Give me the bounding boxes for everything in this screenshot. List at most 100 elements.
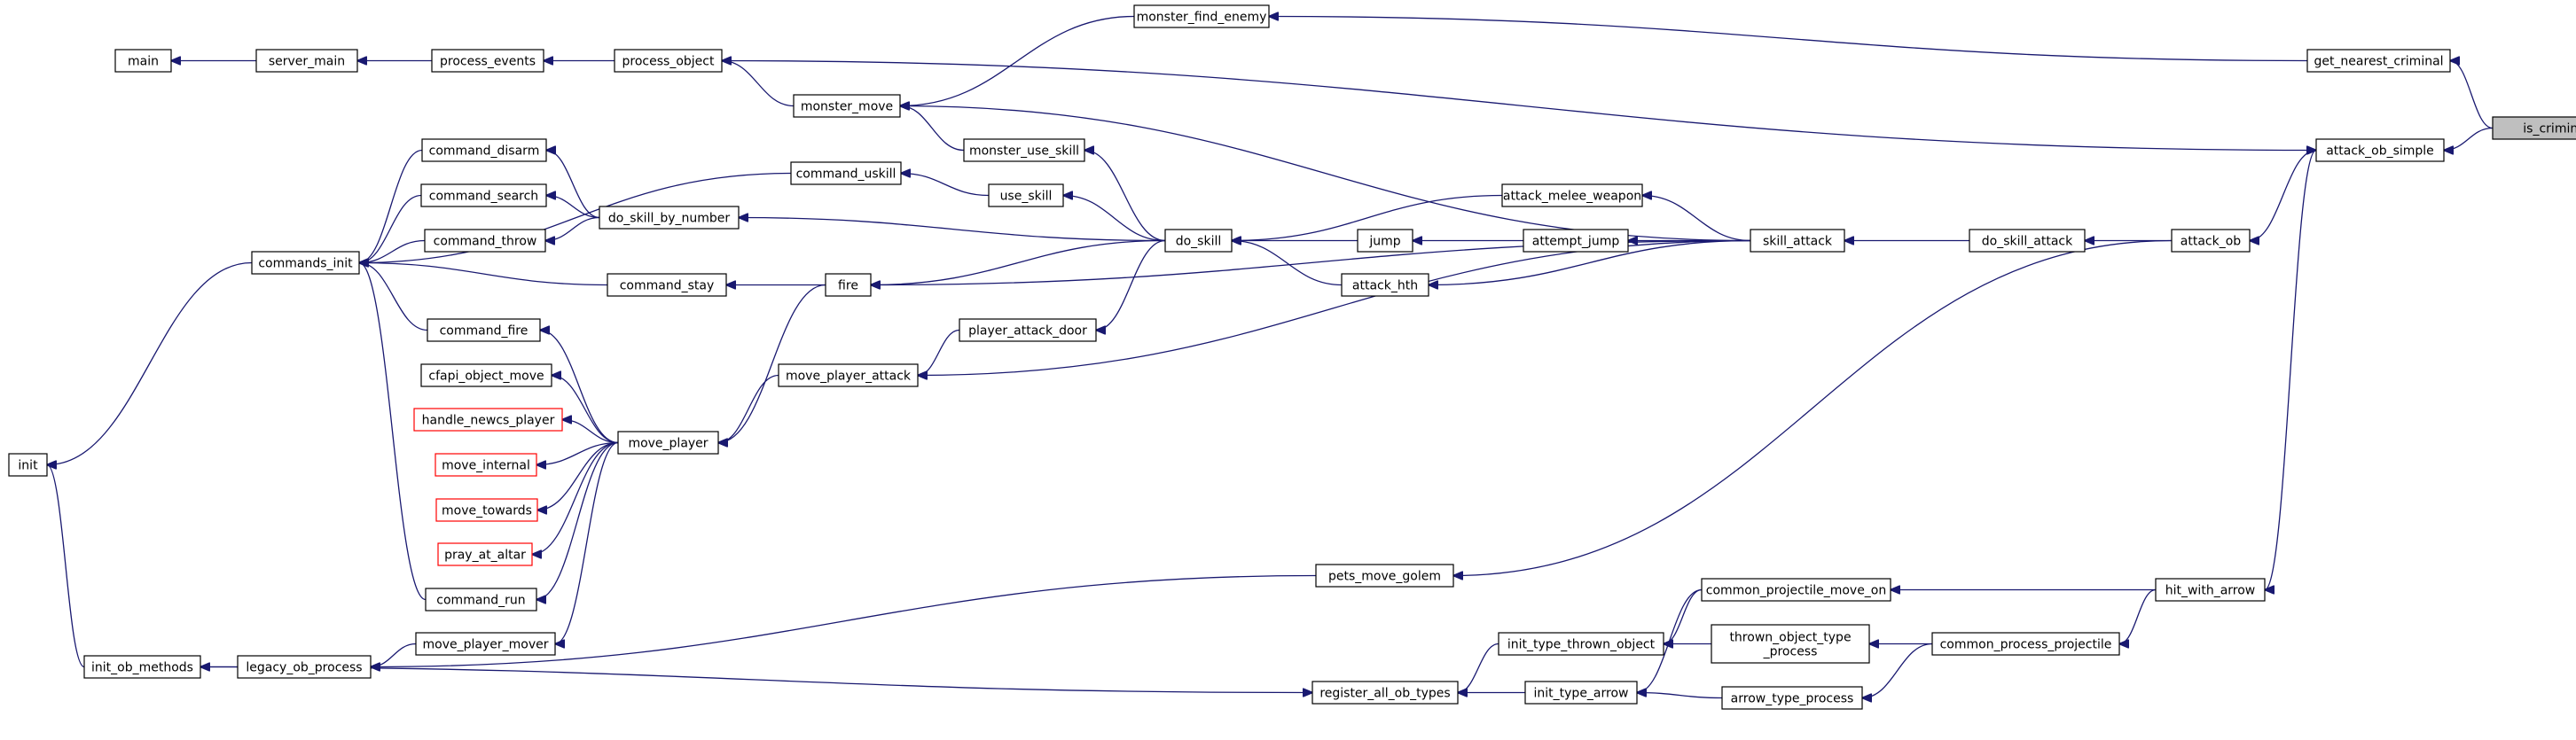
node-thrown-object-type-process[interactable]: thrown_object_type_process	[1711, 624, 1870, 664]
node-box[interactable]	[1721, 686, 1863, 710]
node-command-throw[interactable]: command_throw	[424, 229, 546, 253]
node-box[interactable]	[2155, 578, 2266, 602]
node-command-run[interactable]: command_run	[425, 588, 537, 611]
node-box[interactable]	[431, 49, 544, 73]
node-box[interactable]	[437, 542, 533, 566]
node-box[interactable]	[607, 273, 727, 297]
node-box[interactable]	[2171, 229, 2251, 253]
node-move-player-attack[interactable]: move_player_attack	[778, 363, 919, 387]
node-box[interactable]	[793, 94, 901, 118]
node-pets-move-golem[interactable]: pets_move_golem	[1315, 564, 1454, 588]
node-attempt-jump[interactable]: attempt_jump	[1523, 229, 1629, 253]
node-box[interactable]	[1311, 681, 1459, 705]
node-box[interactable]	[1498, 632, 1664, 656]
node-box[interactable]	[825, 273, 872, 297]
node-command-fire[interactable]: command_fire	[427, 318, 541, 342]
node-is-criminal[interactable]: is_criminal	[2492, 116, 2576, 140]
node-box[interactable]	[790, 161, 902, 185]
node-box[interactable]	[415, 632, 556, 656]
node-monster-use-skill[interactable]: monster_use_skill	[963, 138, 1085, 162]
node-monster-find-enemy[interactable]: monster_find_enemy	[1133, 4, 1270, 28]
node-attack-ob-simple[interactable]: attack_ob_simple	[2315, 138, 2445, 162]
node-process-events[interactable]: process_events	[431, 49, 544, 73]
node-attack-ob[interactable]: attack_ob	[2171, 229, 2251, 253]
node-init-type-thrown-object[interactable]: init_type_thrown_object	[1498, 632, 1664, 656]
node-server-main[interactable]: server_main	[255, 49, 358, 73]
node-box[interactable]	[1341, 273, 1429, 297]
node-cfapi-object-move[interactable]: cfapi_object_move	[420, 363, 552, 387]
node-box[interactable]	[1501, 183, 1643, 207]
node-do-skill-by-number[interactable]: do_skill_by_number	[599, 206, 740, 230]
node-box[interactable]	[614, 49, 723, 73]
node-box[interactable]	[1523, 229, 1629, 253]
node-pray-at-altar[interactable]: pray_at_altar	[437, 542, 533, 566]
node-register-all-ob-types[interactable]: register_all_ob_types	[1311, 681, 1459, 705]
node-box[interactable]	[8, 453, 48, 477]
node-move-player[interactable]: move_player	[617, 431, 719, 455]
node-command-stay[interactable]: command_stay	[607, 273, 727, 297]
node-common-projectile-move-on[interactable]: common_projectile_move_on	[1701, 578, 1891, 602]
node-process-object[interactable]: process_object	[614, 49, 723, 73]
node-use-skill[interactable]: use_skill	[988, 183, 1064, 207]
node-move-player-mover[interactable]: move_player_mover	[415, 632, 556, 656]
node-box[interactable]	[83, 655, 201, 679]
node-fire[interactable]: fire	[825, 273, 872, 297]
node-monster-move[interactable]: monster_move	[793, 94, 901, 118]
node-box[interactable]	[617, 431, 719, 455]
node-box[interactable]	[114, 49, 172, 73]
node-player-attack-door[interactable]: player_attack_door	[959, 318, 1097, 342]
node-jump[interactable]: jump	[1357, 229, 1413, 253]
node-box[interactable]	[427, 318, 541, 342]
node-box[interactable]	[425, 588, 537, 611]
node-box[interactable]	[2492, 116, 2576, 140]
node-box[interactable]	[420, 363, 552, 387]
node-box[interactable]	[435, 498, 538, 522]
node-box[interactable]	[959, 318, 1097, 342]
node-commands-init[interactable]: commands_init	[251, 251, 360, 275]
node-box[interactable]	[1524, 681, 1638, 705]
node-do-skill-attack[interactable]: do_skill_attack	[1969, 229, 2086, 253]
node-move-internal[interactable]: move_internal	[435, 453, 537, 477]
node-command-search[interactable]: command_search	[420, 183, 547, 207]
node-move-towards[interactable]: move_towards	[435, 498, 538, 522]
node-box[interactable]	[1315, 564, 1454, 588]
node-box[interactable]	[421, 138, 547, 162]
node-init[interactable]: init	[8, 453, 48, 477]
node-box[interactable]	[2306, 49, 2451, 73]
node-box[interactable]	[251, 251, 360, 275]
node-box[interactable]	[599, 206, 740, 230]
node-skill-attack[interactable]: skill_attack	[1750, 229, 1845, 253]
node-attack-melee-weapon[interactable]: attack_melee_weapon	[1501, 183, 1643, 207]
node-attack-hth[interactable]: attack_hth	[1341, 273, 1429, 297]
node-main[interactable]: main	[114, 49, 172, 73]
node-box[interactable]	[435, 453, 537, 477]
node-box[interactable]	[1750, 229, 1845, 253]
node-box[interactable]	[1969, 229, 2086, 253]
node-handle-newcs-player[interactable]: handle_newcs_player	[413, 408, 563, 432]
node-arrow-type-process[interactable]: arrow_type_process	[1721, 686, 1863, 710]
node-box[interactable]	[1711, 624, 1870, 664]
node-box[interactable]	[413, 408, 563, 432]
node-hit-with-arrow[interactable]: hit_with_arrow	[2155, 578, 2266, 602]
node-command-disarm[interactable]: command_disarm	[421, 138, 547, 162]
node-box[interactable]	[1357, 229, 1413, 253]
node-box[interactable]	[420, 183, 547, 207]
node-init-type-arrow[interactable]: init_type_arrow	[1524, 681, 1638, 705]
node-common-process-projectile[interactable]: common_process_projectile	[1931, 632, 2120, 656]
node-command-uskill[interactable]: command_uskill	[790, 161, 902, 185]
node-box[interactable]	[1133, 4, 1270, 28]
node-box[interactable]	[988, 183, 1064, 207]
node-box[interactable]	[1931, 632, 2120, 656]
node-box[interactable]	[237, 655, 372, 679]
node-get-nearest-criminal[interactable]: get_nearest_criminal	[2306, 49, 2451, 73]
node-box[interactable]	[255, 49, 358, 73]
node-box[interactable]	[1701, 578, 1891, 602]
node-box[interactable]	[778, 363, 919, 387]
node-do-skill[interactable]: do_skill	[1164, 229, 1233, 253]
node-legacy-ob-process[interactable]: legacy_ob_process	[237, 655, 372, 679]
node-box[interactable]	[963, 138, 1085, 162]
node-init-ob-methods[interactable]: init_ob_methods	[83, 655, 201, 679]
node-box[interactable]	[424, 229, 546, 253]
node-box[interactable]	[2315, 138, 2445, 162]
node-box[interactable]	[1164, 229, 1233, 253]
